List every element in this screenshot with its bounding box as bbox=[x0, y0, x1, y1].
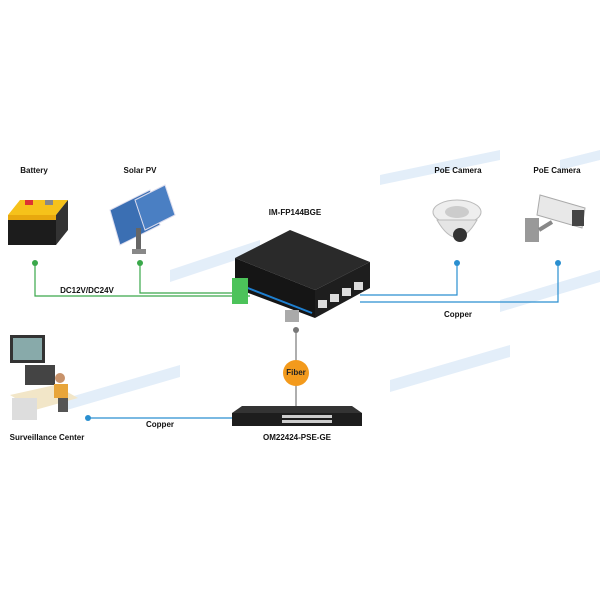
om22424-switch bbox=[232, 406, 362, 426]
camera2-copper-line bbox=[360, 263, 559, 303]
background-stripes bbox=[60, 150, 600, 412]
fiber-label: Fiber bbox=[286, 368, 306, 377]
device-label: IM-FP144BGE bbox=[268, 208, 322, 217]
solar-panel-icon bbox=[109, 184, 176, 254]
surveillance-center-icon bbox=[10, 335, 78, 420]
copper-left-label: Copper bbox=[146, 420, 174, 429]
switch-label: OM22424-PSE-GE bbox=[262, 433, 332, 442]
fiber-badge bbox=[283, 360, 309, 386]
dome-camera-icon bbox=[432, 199, 482, 242]
battery-icon bbox=[8, 200, 68, 245]
copper-right-label: Copper bbox=[444, 310, 472, 319]
power-label: DC12V/DC24V bbox=[60, 286, 114, 295]
solar-label: Solar PV bbox=[123, 166, 157, 175]
battery-label: Battery bbox=[20, 166, 48, 175]
im-fp144bge-switch bbox=[232, 230, 370, 322]
bullet-camera-icon bbox=[525, 194, 586, 242]
battery-power-line bbox=[34, 263, 250, 297]
surveillance-label: Surveillance Center bbox=[9, 433, 85, 442]
solar-power-line bbox=[139, 263, 240, 294]
poe-camera-2-label: PoE Camera bbox=[533, 166, 581, 175]
poe-camera-1-label: PoE Camera bbox=[434, 166, 482, 175]
camera1-copper-line bbox=[360, 263, 458, 296]
